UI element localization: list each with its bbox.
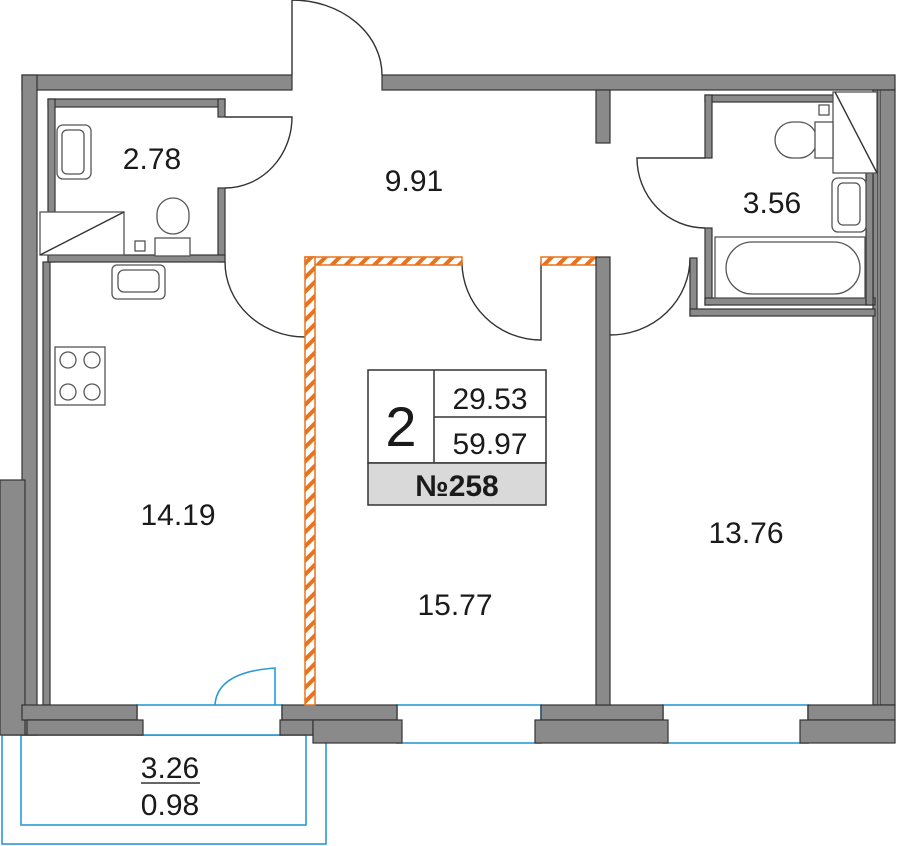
stove-icon (54, 346, 106, 406)
room-area-bathroom-1: 2.78 (123, 143, 181, 176)
room-area-bathroom-2: 3.56 (743, 187, 801, 220)
living-area: 29.53 (452, 383, 527, 416)
balcony-area: 3.26 (141, 752, 199, 785)
kitchen-fixtures (54, 264, 166, 406)
room-area-room-1: 15.77 (417, 589, 492, 622)
bathtub-icon (725, 241, 861, 295)
door-arc (636, 157, 706, 229)
door-arc (224, 116, 293, 189)
toilet-icon (156, 197, 190, 235)
toilet-icon (774, 121, 818, 159)
room-1-door-arc (461, 261, 542, 341)
room-area-kitchen: 14.19 (140, 499, 215, 532)
bathroom-2 (636, 91, 878, 317)
apartment-number: №258 (415, 470, 499, 503)
rooms-count: 2 (385, 395, 416, 458)
kitchen-door-arc (224, 261, 306, 338)
room-area-hall: 9.91 (385, 165, 443, 198)
entrance-door-arc (291, 0, 383, 76)
bathroom-1 (39, 98, 293, 263)
apartment-summary: 2 29.53 59.97 №258 (367, 369, 547, 506)
partition (304, 256, 463, 266)
balcony-reduced-area: 0.98 (141, 789, 199, 822)
room-area-room-2: 13.76 (708, 517, 783, 550)
room-2-door-arc (609, 257, 691, 336)
total-area: 59.97 (452, 428, 527, 461)
bottom-wall (21, 704, 896, 744)
